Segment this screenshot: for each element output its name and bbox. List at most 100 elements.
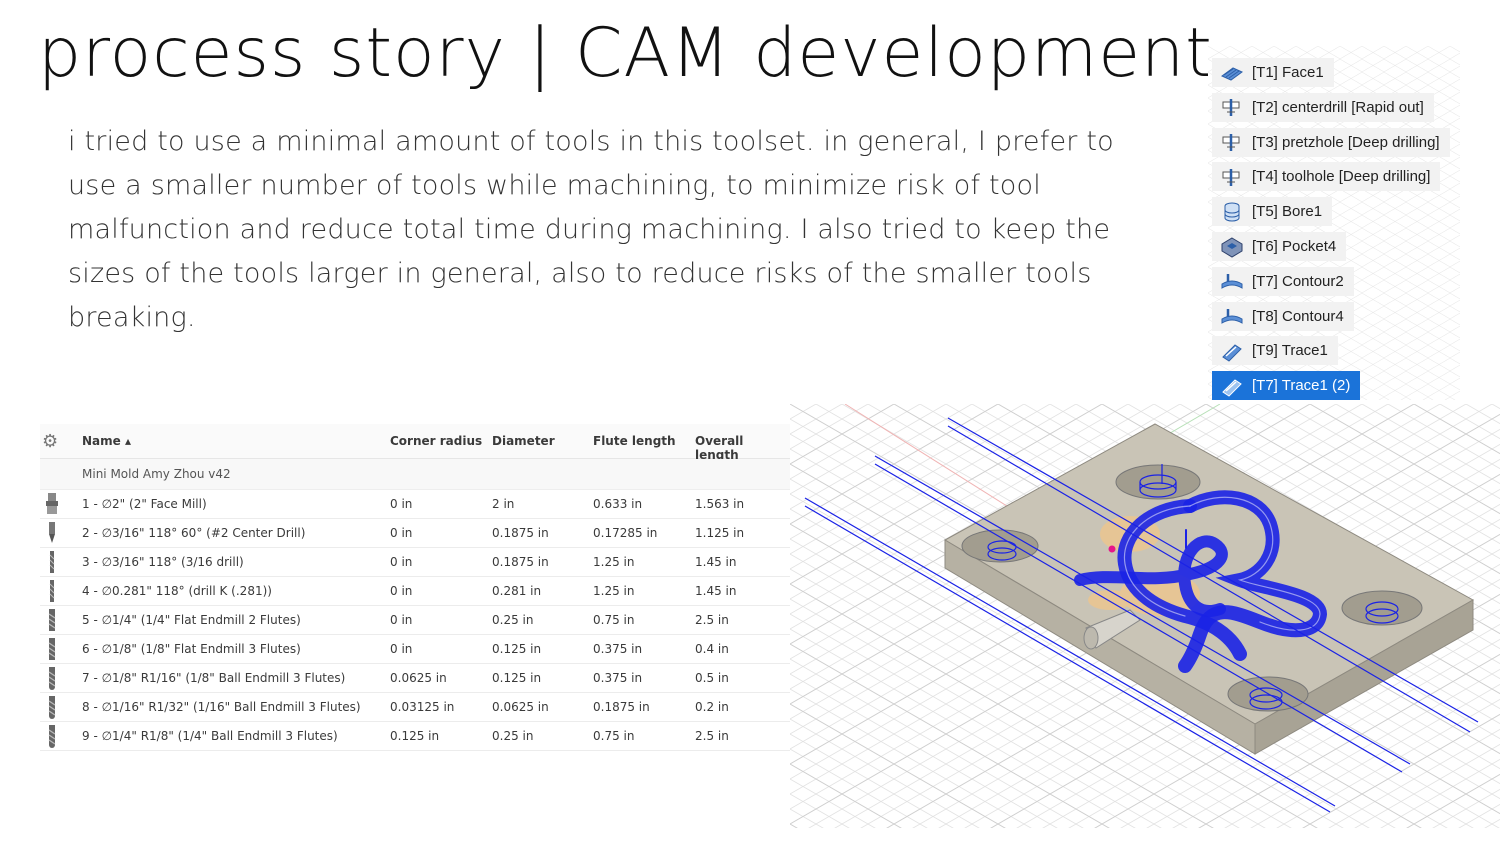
bore-icon	[1212, 197, 1252, 226]
flute-length-cell: 0.633 in	[593, 497, 643, 511]
operation-item[interactable]: [T6] Pocket4	[1212, 232, 1347, 261]
corner-radius-cell: 0 in	[390, 642, 413, 656]
tool-name-cell: 3 - ∅3/16" 118° (3/16 drill)	[82, 555, 244, 569]
corner-radius-cell: 0 in	[390, 526, 413, 540]
overall-length-cell: 2.5 in	[695, 613, 729, 627]
tool-table-header: ⚙ Name ▴ Corner radius Diameter Flute le…	[40, 424, 790, 462]
diameter-cell: 0.25 in	[492, 613, 534, 627]
operation-label: [T8] Contour4	[1252, 307, 1344, 325]
flute-length-cell: 1.25 in	[593, 584, 635, 598]
table-row[interactable]: 3 - ∅3/16" 118° (3/16 drill) 0 in 0.1875 i…	[40, 548, 790, 577]
overall-length-cell: 2.5 in	[695, 729, 729, 743]
table-row[interactable]: 7 - ∅1/8" R1/16" (1/8" Ball Endmill 3 Fl…	[40, 664, 790, 693]
operation-label: [T4] toolhole [Deep drilling]	[1252, 168, 1431, 186]
toolpath-link-lines	[804, 417, 1479, 813]
flute-length-cell: 0.375 in	[593, 642, 643, 656]
flute-length-cell: 0.375 in	[593, 671, 643, 685]
endmill-icon	[44, 637, 60, 661]
tool-rows: 1 - ∅2" (2" Face Mill) 0 in 2 in 0.633 in 1.…	[40, 490, 790, 751]
table-row[interactable]: 4 - ∅0.281" 118° (drill K (.281)) 0 in 0.2…	[40, 577, 790, 606]
corner-radius-cell: 0 in	[390, 584, 413, 598]
operation-label: [T2] centerdrill [Rapid out]	[1252, 98, 1424, 116]
operation-item[interactable]: [T3] pretzhole [Deep drilling]	[1212, 127, 1450, 157]
operation-label: [T9] Trace1	[1252, 342, 1328, 360]
diameter-cell: 0.281 in	[492, 584, 542, 598]
cam-3d-viewport[interactable]	[790, 404, 1500, 828]
operation-item[interactable]: [T2] centerdrill [Rapid out]	[1212, 92, 1434, 122]
drill-icon	[1212, 128, 1252, 157]
tool-name-cell: 2 - ∅3/16" 118° 60° (#2 Center Drill)	[82, 526, 306, 540]
drill-icon	[1212, 162, 1252, 191]
pretzel-toolpath	[1074, 490, 1328, 673]
table-row[interactable]: 8 - ∅1/16" R1/32" (1/16" Ball Endmill 3 …	[40, 693, 790, 722]
table-row[interactable]: 5 - ∅1/4" (1/4" Flat Endmill 2 Flutes)0 …	[40, 606, 790, 635]
face-mill-icon	[44, 492, 60, 516]
overall-length-cell: 1.45 in	[695, 584, 737, 598]
corner-radius-cell: 0.0625 in	[390, 671, 447, 685]
table-row[interactable]: 6 - ∅1/8" (1/8" Flat Endmill 3 Flutes) 0 …	[40, 635, 790, 664]
operation-item[interactable]: [T1] Face1	[1212, 58, 1334, 87]
header-name[interactable]: Name ▴	[82, 434, 131, 448]
overall-length-cell: 1.125 in	[695, 526, 745, 540]
header-flute-length[interactable]: Flute length	[593, 434, 676, 448]
flute-length-cell: 0.1875 in	[593, 700, 650, 714]
corner-radius-cell: 0 in	[390, 613, 413, 627]
pivot-point	[1108, 545, 1116, 553]
stock-side-face	[1254, 599, 1474, 755]
ball-endmill-icon	[44, 666, 60, 690]
body-paragraph: i tried to use a minimal amount of tools…	[68, 126, 1114, 333]
diameter-cell: 2 in	[492, 497, 515, 511]
overall-length-cell: 1.45 in	[695, 555, 737, 569]
table-row[interactable]: 9 - ∅1/4" R1/8" (1/4" Ball Endmill 3 Flu…	[40, 722, 790, 751]
table-row[interactable]: 2 - ∅3/16" 118° 60° (#2 Center Drill) 0 i…	[40, 519, 790, 548]
operation-label: [T7] Contour2	[1252, 272, 1344, 290]
corner-radius-cell: 0 in	[390, 555, 413, 569]
tool-name-cell: 1 - ∅2" (2" Face Mill)	[82, 497, 207, 511]
operation-item[interactable]: [T5] Bore1	[1212, 197, 1333, 227]
diameter-cell: 0.1875 in	[492, 526, 549, 540]
tool-name-cell: 6 - ∅1/8" (1/8" Flat Endmill 3 Flutes)	[82, 642, 301, 656]
operation-label: [T7] Trace1 (2)	[1252, 377, 1351, 395]
diameter-cell: 0.1875 in	[492, 555, 549, 569]
endmill-icon	[44, 608, 60, 632]
operation-label: [T1] Face1	[1252, 64, 1324, 81]
operation-label: [T5] Bore1	[1252, 203, 1323, 221]
header-diameter[interactable]: Diameter	[492, 434, 555, 448]
operation-item[interactable]: [T7] Trace1 (2)	[1212, 371, 1361, 401]
bore-hole-right	[1341, 590, 1423, 626]
operation-label: [T3] pretzhole [Deep drilling]	[1252, 133, 1440, 151]
trace-icon	[1212, 336, 1252, 365]
contour-icon	[1212, 267, 1252, 296]
header-overall-length[interactable]: Overall length	[695, 434, 744, 462]
overall-length-cell: 0.4 in	[695, 642, 729, 656]
center-drill-icon	[44, 521, 60, 545]
corner-radius-cell: 0.03125 in	[390, 700, 455, 714]
ball-endmill-icon	[44, 724, 60, 748]
operation-label: [T6] Pocket4	[1252, 238, 1337, 255]
operation-item[interactable]: [T9] Trace1	[1212, 336, 1338, 366]
overall-length-cell: 0.2 in	[695, 700, 729, 714]
tool-group-label: Mini Mold Amy Zhou v42	[82, 467, 231, 481]
ball-endmill-icon	[44, 695, 60, 719]
overall-length-cell: 0.5 in	[695, 671, 729, 685]
flute-length-cell: 0.75 in	[593, 613, 635, 627]
bore-hole-top	[1115, 464, 1201, 500]
tool-name-cell: 4 - ∅0.281" 118° (drill K (.281))	[82, 584, 272, 598]
cam-viewport-svg[interactable]	[790, 404, 1500, 828]
gear-icon[interactable]: ⚙	[42, 431, 59, 452]
trace-icon	[1212, 371, 1252, 400]
corner-radius-cell: 0 in	[390, 497, 413, 511]
drill-bit-icon	[44, 550, 60, 574]
page-title: process story | CAM development	[38, 14, 1213, 93]
operation-item[interactable]: [T7] Contour2	[1212, 266, 1354, 296]
cutter-tool	[1083, 609, 1141, 650]
pocket-icon	[1212, 232, 1252, 261]
header-corner-radius[interactable]: Corner radius	[390, 434, 483, 448]
tool-group-row[interactable]: Mini Mold Amy Zhou v42	[40, 459, 790, 490]
drill-icon	[1212, 93, 1252, 122]
face-icon	[1212, 58, 1252, 87]
operation-item[interactable]: [T8] Contour4	[1212, 301, 1354, 331]
operation-item[interactable]: [T4] toolhole [Deep drilling]	[1212, 162, 1441, 192]
diameter-cell: 0.125 in	[492, 642, 542, 656]
